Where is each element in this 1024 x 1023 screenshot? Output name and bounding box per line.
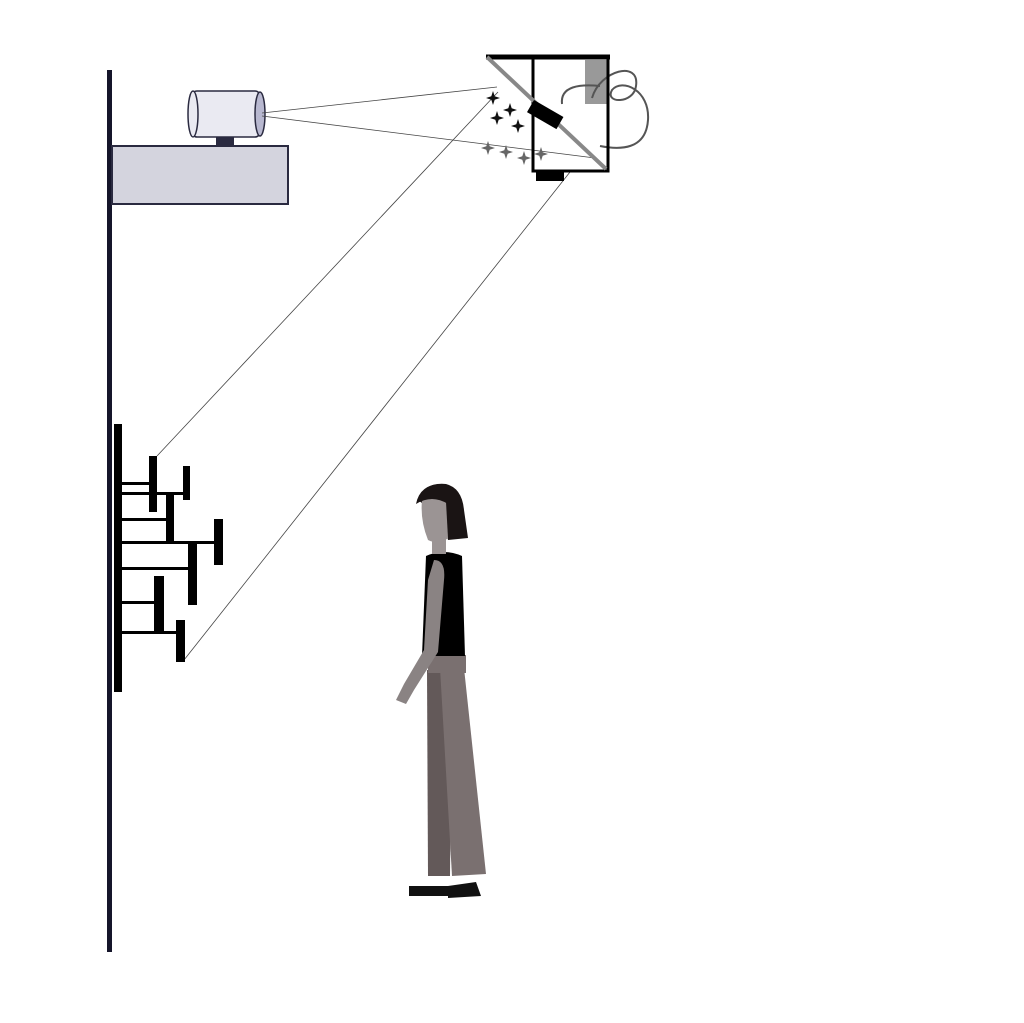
projector-rear-icon xyxy=(187,90,199,138)
person-shoe xyxy=(448,882,481,898)
sparkle-icon xyxy=(503,103,517,117)
projection-beam-lower xyxy=(156,91,571,661)
wall xyxy=(107,70,112,952)
cable-icon xyxy=(591,69,650,149)
person-face xyxy=(421,498,448,543)
beam-line xyxy=(261,86,498,114)
person-hair-fringe xyxy=(416,484,450,504)
sparkle-icon xyxy=(517,151,531,165)
sparkles xyxy=(481,91,548,165)
display-panel xyxy=(188,543,197,605)
display-rail xyxy=(120,631,178,634)
person-shoe xyxy=(409,886,455,896)
display-panel xyxy=(176,620,185,662)
display-panel xyxy=(183,466,190,500)
beam-line xyxy=(183,171,571,661)
beam-line xyxy=(156,91,499,457)
sparkle-icon xyxy=(490,111,504,125)
person-figure-icon xyxy=(396,483,486,898)
sparkle-icon xyxy=(481,141,495,155)
display-panel xyxy=(166,495,174,543)
ceiling-shelf xyxy=(111,145,289,205)
projector-stand xyxy=(216,136,234,145)
projector-lens-icon xyxy=(254,91,266,137)
projector-body xyxy=(191,90,261,138)
sparkle-icon xyxy=(511,119,525,133)
sparkle-icon xyxy=(499,145,513,159)
display-panel xyxy=(214,519,223,565)
wall-line xyxy=(107,70,112,952)
mirror-bracket xyxy=(527,100,564,130)
display-rail xyxy=(120,518,168,521)
display-rail xyxy=(120,601,156,604)
mirror-base xyxy=(536,170,564,181)
sparkle-icon xyxy=(534,147,548,161)
projection-beam-upper xyxy=(261,86,596,159)
beam-line xyxy=(261,115,596,159)
display-panel xyxy=(154,576,164,632)
wall-display xyxy=(114,424,223,692)
person-waist xyxy=(428,655,466,673)
mirror-unit xyxy=(485,54,650,181)
display-rail xyxy=(120,567,190,570)
cable-icon xyxy=(560,84,601,105)
ceiling-plate xyxy=(585,60,607,104)
display-panel xyxy=(149,456,157,512)
display-backplate xyxy=(114,424,122,692)
sparkle-icon xyxy=(486,91,500,105)
person-arm xyxy=(396,560,445,704)
projector xyxy=(187,90,266,145)
person-leg-front xyxy=(440,668,486,876)
display-rail xyxy=(120,482,152,485)
